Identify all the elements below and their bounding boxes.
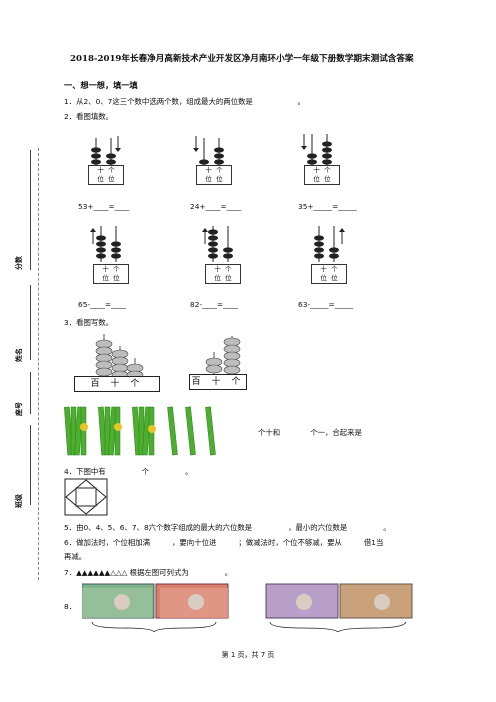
abacus-4 <box>90 226 121 262</box>
abacus-6-label: 十 个位 位 <box>311 264 347 284</box>
abacus-row-2 <box>90 226 345 262</box>
question-1: 1．从2、0、7这三个数中选两个数，组成最大的两位数是 。 <box>64 96 305 107</box>
seat-blank-line <box>30 372 31 414</box>
equation-4[interactable]: 65-____=____ <box>78 300 126 309</box>
equation-6[interactable]: 63-_____=_____ <box>298 300 354 309</box>
question-4: 4．下图中有个。 <box>64 467 193 476</box>
side-label-class: 班级 <box>15 494 23 508</box>
section-heading: 一、想一想，填一填 <box>64 80 138 90</box>
equation-1[interactable]: 53+____=____ <box>78 202 130 211</box>
q1-text: 1．从2、0、7这三个数中选两个数，组成最大的两位数是 <box>64 97 253 106</box>
side-label-score: 分数 <box>15 256 23 270</box>
question-2: 2．看图填数。 <box>64 112 114 121</box>
question-6-continued: 再减。 <box>64 552 87 561</box>
side-label-seat: 座号 <box>15 402 23 416</box>
abacus-5 <box>202 226 233 262</box>
question-7: 7．▲▲▲▲▲▲△△△ 根据左图可列式为。 <box>64 568 233 577</box>
equation-3[interactable]: 35+_____=_____ <box>298 202 357 211</box>
counting-frame-2-label: 百 十 个 <box>189 374 247 390</box>
binding-dashed-line <box>38 148 39 580</box>
sticks-question: 个十和个一，合起来是 <box>258 428 362 437</box>
counting-frame-2 <box>205 336 241 377</box>
q1-end: 。 <box>297 97 305 106</box>
equation-5[interactable]: 82-____=____ <box>190 300 238 309</box>
question-6: 6．做加法时，个位相加满，要向十位进；做减法时，个位不够减，要从借1当 <box>64 538 384 547</box>
abacus-row-1 <box>91 134 332 172</box>
side-label-name: 姓名 <box>15 348 23 362</box>
score-blank-line <box>30 150 31 270</box>
page-title: 2018-2019年长春净月高新技术产业开发区净月南环小学一年级下册数学期末测试… <box>70 54 414 64</box>
abacus-3-label: 十 个位 位 <box>304 165 340 185</box>
nested-squares-figure <box>64 478 108 516</box>
name-blank-line <box>30 285 31 360</box>
sticks-bundles <box>64 406 216 456</box>
counting-frame-1 <box>95 334 144 377</box>
counting-frame-1-label: 百 十 个 <box>74 376 160 392</box>
class-blank-line <box>30 425 31 505</box>
page-footer: 第 1 页，共 7 页 <box>221 651 275 659</box>
banknotes-figure <box>82 583 413 632</box>
abacus-6 <box>314 226 345 262</box>
abacus-2-label: 十 个位 位 <box>196 165 232 185</box>
abacus-4-label: 十 个位 位 <box>93 264 129 284</box>
abacus-1-label: 十 个位 位 <box>88 165 124 185</box>
abacus-5-label: 十 个位 位 <box>205 264 241 284</box>
question-8: 8． <box>64 602 77 611</box>
question-3: 3．看图写数。 <box>64 318 114 327</box>
equation-2[interactable]: 24+____=____ <box>190 202 242 211</box>
question-5: 5．由0、4、5、6、7、8六个数字组成的最大的六位数是，最小的六位数是。 <box>64 523 391 532</box>
